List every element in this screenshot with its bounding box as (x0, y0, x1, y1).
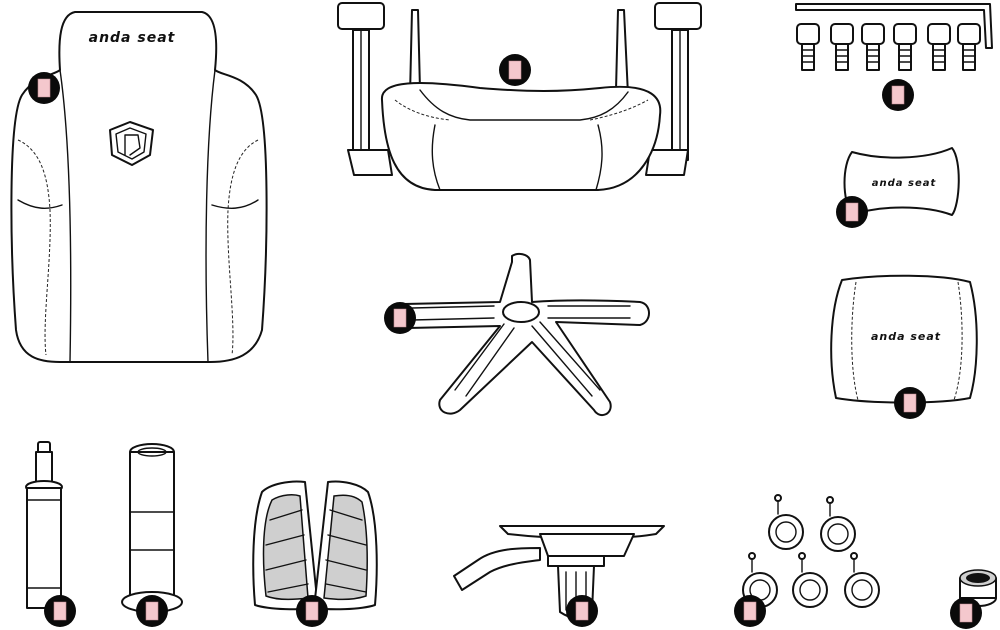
marker-6 (894, 387, 926, 419)
lumbar-logo: anda seat (872, 178, 937, 189)
marker-2 (499, 54, 531, 86)
backrest-logo: anda seat (89, 30, 176, 46)
marker-8 (136, 595, 168, 627)
marker-4 (836, 196, 868, 228)
backrest-icon: anda seat (11, 12, 266, 362)
marker-7 (44, 595, 76, 627)
seat-with-armrests-icon (338, 3, 701, 190)
five-star-base-icon (395, 254, 649, 415)
marker-3 (882, 79, 914, 111)
headrest-logo: anda seat (871, 330, 941, 343)
headrest-pillow-icon: anda seat (831, 276, 977, 403)
cap-icon (960, 570, 996, 606)
marker-10 (566, 595, 598, 627)
marker-9 (296, 595, 328, 627)
marker-5 (384, 302, 416, 334)
marker-1 (28, 72, 60, 104)
marker-11 (734, 595, 766, 627)
side-covers-icon (253, 481, 376, 609)
casters-icon (743, 495, 879, 607)
tilt-mechanism-icon (454, 526, 664, 618)
gas-lift-cover-icon (122, 444, 182, 612)
bolts-and-hex-key-icon (796, 4, 992, 70)
gas-lift-icon (26, 442, 62, 608)
marker-12 (950, 597, 982, 629)
